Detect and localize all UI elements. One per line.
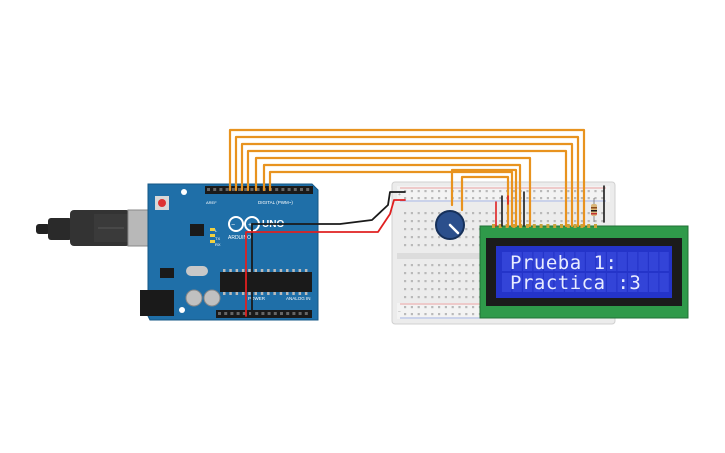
digital-label: DIGITAL (PWM~) [258, 200, 293, 205]
aref-label: AREF [206, 200, 217, 205]
wire-d1 [268, 170, 514, 228]
lcd-module[interactable]: Prueba 1: Practica :3 [479, 224, 689, 319]
wire-d12 [228, 128, 586, 228]
potentiometer-icon[interactable] [435, 210, 465, 240]
wire-d11 [234, 135, 580, 228]
wire-5v [245, 199, 406, 317]
wire-d5 [240, 142, 574, 228]
analog-power-header[interactable] [218, 312, 308, 315]
rx-label: RX [215, 242, 221, 247]
bb-minus-label: − [398, 309, 401, 315]
svg-text:−: − [231, 222, 235, 229]
lcd-character-grid [502, 252, 669, 292]
wires [228, 128, 605, 317]
l-label: L [215, 228, 218, 233]
bb-plus-label: + [398, 192, 401, 198]
digital-header[interactable] [207, 188, 310, 191]
arduino-board[interactable]: − + UNO ARDUINO DIGITAL (PWM~) POWER ANA… [36, 183, 319, 321]
wire-d2 [262, 163, 522, 228]
tx-label: TX [215, 236, 220, 241]
resistor-icon[interactable] [591, 198, 597, 222]
wire-pot-1 [450, 168, 518, 228]
wire-gnd-1 [251, 191, 406, 225]
board-brand: ARDUINO [228, 235, 251, 241]
usb-cable-icon [36, 210, 130, 246]
atmega-chip [223, 269, 308, 295]
wire-d4 [246, 149, 568, 228]
analog-label: ANALOG IN [286, 296, 311, 301]
svg-text:+: + [248, 222, 252, 229]
power-label: POWER [248, 296, 266, 301]
lcd-line-2: Practica :3 [510, 272, 641, 294]
wire-d3 [254, 156, 532, 228]
lcd-line-1: Prueba 1: [510, 252, 617, 274]
